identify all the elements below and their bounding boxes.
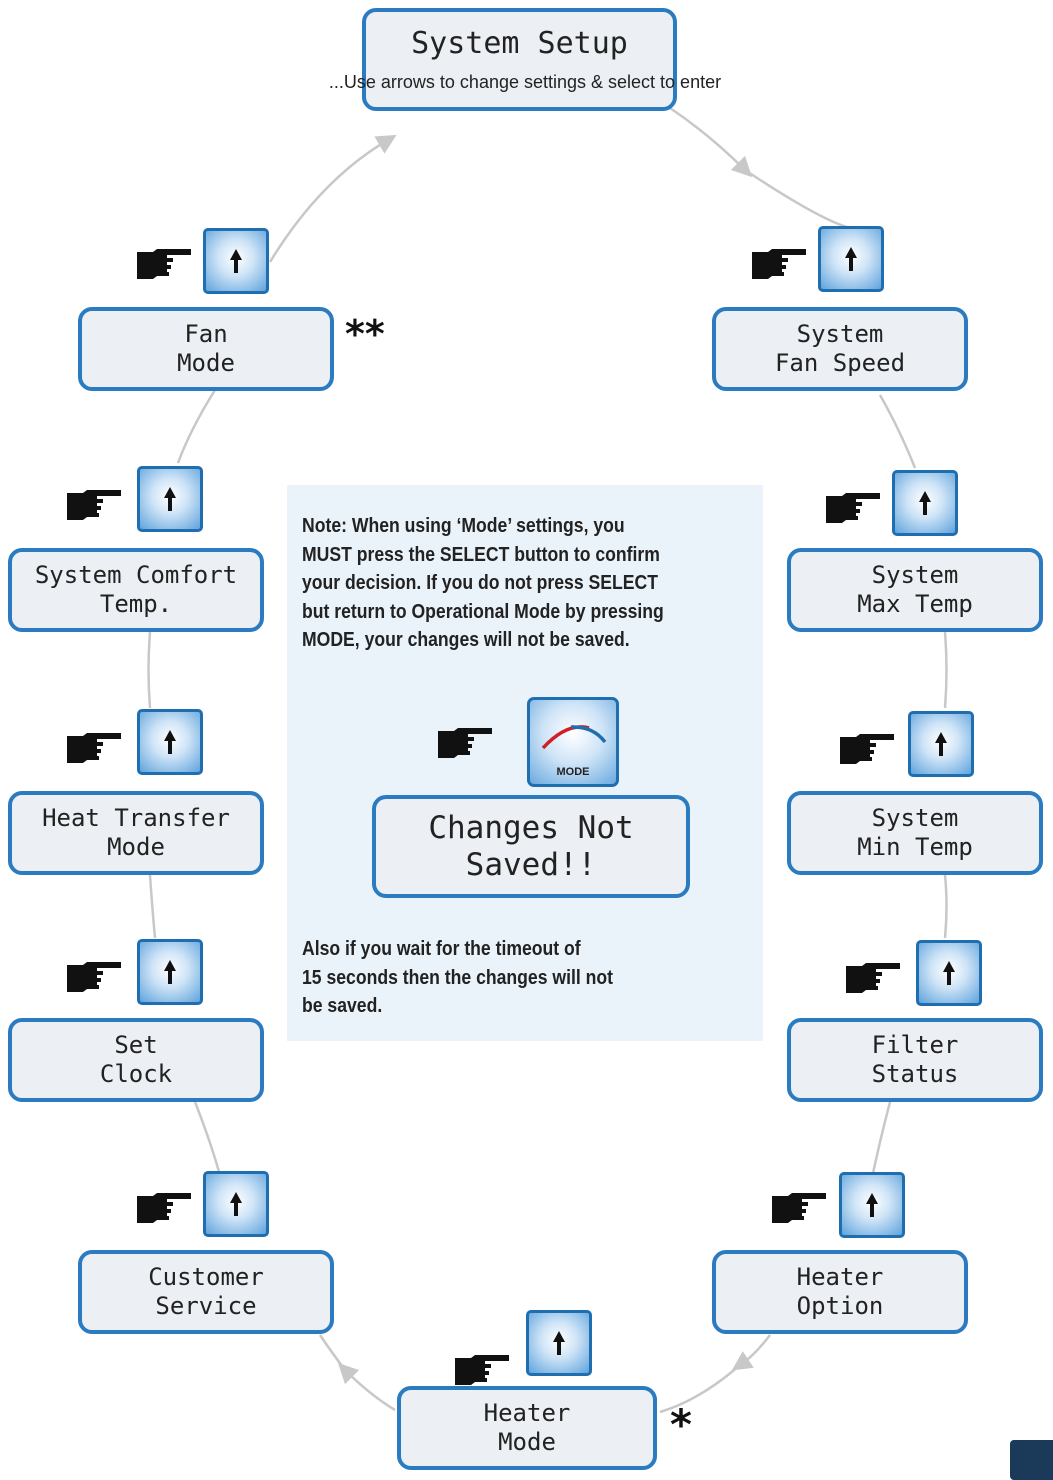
pointing-hand-icon	[438, 728, 492, 758]
pointing-hand-icon	[67, 490, 121, 520]
pointing-hand-icon	[137, 1193, 191, 1223]
filter-status-screen: Filter Status	[787, 1018, 1043, 1102]
screen-line-1: Fan	[184, 320, 228, 348]
mode-arc-icon	[541, 725, 607, 750]
screen-line-2: Temp.	[99, 590, 173, 618]
up-arrow-button[interactable]	[908, 711, 974, 777]
asterisk-marker: *	[670, 1400, 692, 1449]
note-line: your decision. If you do not press SELEC…	[302, 572, 658, 594]
up-arrow-button[interactable]	[916, 940, 982, 1006]
up-arrow-button[interactable]	[839, 1172, 905, 1238]
customer-service-screen: Customer Service	[78, 1250, 334, 1334]
note-line: Note: When using ‘Mode’ settings, you	[302, 515, 625, 537]
screen-line-1: System	[796, 320, 884, 348]
screen-line-1: Set	[114, 1031, 158, 1059]
note-line: MODE, your changes will not be saved.	[302, 629, 630, 651]
screen-line-2: Clock	[99, 1060, 173, 1088]
changes-not-saved-screen: Changes Not Saved!!	[372, 795, 690, 898]
screen-line-2: Saved!!	[465, 846, 597, 883]
screen-line-1: Filter	[871, 1031, 959, 1059]
screen-line-1: System Comfort	[34, 561, 238, 589]
up-arrow-button[interactable]	[137, 939, 203, 1005]
up-arrow-icon	[866, 1193, 878, 1217]
screen-line-2: Mode	[177, 349, 235, 377]
pointing-hand-icon	[846, 963, 900, 993]
pointing-hand-icon	[772, 1193, 826, 1223]
pointing-hand-icon	[826, 493, 880, 523]
fan-mode-screen: Fan Mode	[78, 307, 334, 391]
up-arrow-icon	[553, 1331, 565, 1355]
screen-line-1: Customer	[148, 1263, 264, 1291]
heat-transfer-mode-screen: Heat Transfer Mode	[8, 791, 264, 875]
up-arrow-icon	[935, 732, 947, 756]
note-line: be saved.	[302, 995, 383, 1017]
pointing-hand-icon	[137, 249, 191, 279]
screen-line-1: Heat Transfer	[42, 804, 230, 832]
up-arrow-icon	[943, 961, 955, 985]
pointing-hand-icon	[67, 962, 121, 992]
screen-line-2: Status	[871, 1060, 959, 1088]
up-arrow-icon	[845, 247, 857, 271]
system-fan-speed-screen: System Fan Speed	[712, 307, 968, 391]
up-arrow-icon	[164, 487, 176, 511]
system-comfort-temp-screen: System Comfort Temp.	[8, 548, 264, 632]
screen-line-1: System	[871, 561, 959, 589]
up-arrow-icon	[230, 249, 242, 273]
note-paragraph: Note: When using ‘Mode’ settings, you MU…	[302, 512, 716, 655]
screen-line-2: Min Temp	[857, 833, 973, 861]
pointing-hand-icon	[752, 249, 806, 279]
screen-line-2: Fan Speed	[774, 349, 906, 377]
screen-line-2: Service	[155, 1292, 257, 1320]
up-arrow-icon	[919, 491, 931, 515]
up-arrow-button[interactable]	[203, 1171, 269, 1237]
page-number-tab	[1010, 1440, 1053, 1480]
system-min-temp-screen: System Min Temp	[787, 791, 1043, 875]
system-setup-screen	[362, 8, 677, 111]
note-panel	[287, 485, 763, 1041]
screen-line-2: Option	[796, 1292, 884, 1320]
system-max-temp-screen: System Max Temp	[787, 548, 1043, 632]
up-arrow-button[interactable]	[137, 466, 203, 532]
page-subtitle: ...Use arrows to change settings & selec…	[328, 72, 722, 92]
pointing-hand-icon	[455, 1355, 509, 1385]
up-arrow-icon	[230, 1192, 242, 1216]
up-arrow-button[interactable]	[137, 709, 203, 775]
heater-option-screen: Heater Option	[712, 1250, 968, 1334]
up-arrow-button[interactable]	[203, 228, 269, 294]
up-arrow-button[interactable]	[526, 1310, 592, 1376]
up-arrow-button[interactable]	[892, 470, 958, 536]
screen-line-2: Mode	[107, 833, 165, 861]
up-arrow-icon	[164, 730, 176, 754]
note-line: but return to Operational Mode by pressi…	[302, 600, 664, 623]
screen-line-1: Heater	[796, 1263, 884, 1291]
note-line: Also if you wait for the timeout of	[302, 938, 581, 960]
note-line: 15 seconds then the changes will not	[302, 966, 614, 989]
pointing-hand-icon	[840, 734, 894, 764]
mode-button[interactable]: MODE	[527, 697, 619, 787]
screen-line-1: System	[871, 804, 959, 832]
screen-line-2: Mode	[498, 1428, 556, 1456]
page-title: System Setup	[411, 26, 628, 61]
heater-mode-screen: Heater Mode	[397, 1386, 657, 1470]
up-arrow-button[interactable]	[818, 226, 884, 292]
note-line: MUST press the SELECT button to confirm	[302, 543, 660, 566]
set-clock-screen: Set Clock	[8, 1018, 264, 1102]
pointing-hand-icon	[67, 733, 121, 763]
screen-line-2: Max Temp	[857, 590, 973, 618]
timeout-paragraph: Also if you wait for the timeout of 15 s…	[302, 935, 716, 1021]
screen-line-1: Changes Not	[428, 809, 634, 846]
screen-line-1: Heater	[483, 1399, 571, 1427]
double-asterisk-marker: **	[345, 312, 385, 356]
up-arrow-icon	[164, 960, 176, 984]
mode-button-label: MODE	[556, 766, 590, 778]
